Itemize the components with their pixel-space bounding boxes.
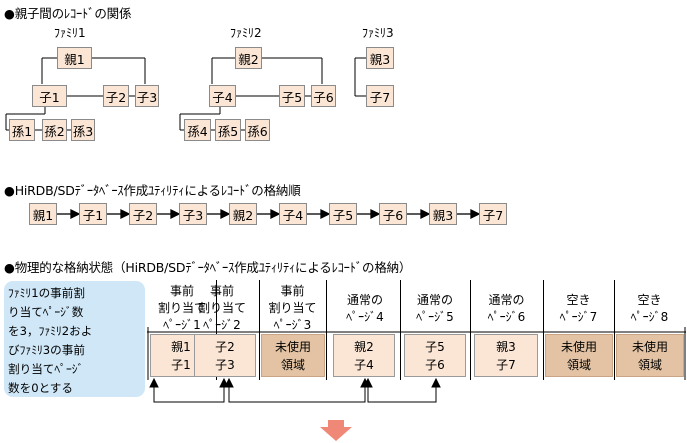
cell-line: 子1 <box>171 357 191 372</box>
page-content: 未使用 領域 <box>545 334 613 377</box>
record-grandchild: 孫2 <box>42 119 67 141</box>
page-label: 空き ﾍﾟｰｼﾞ8 <box>614 292 685 326</box>
record-grandchild: 孫6 <box>245 119 270 141</box>
allocation-note: ﾌｧﾐﾘ1の事前割 り当てﾍﾟｰｼﾞ数 を3，ﾌｧﾐﾘ2およ びﾌｧﾐﾘ3の事前… <box>4 281 145 397</box>
section-title-relations: ●親子間のﾚｺｰﾄﾞの関係 <box>4 6 132 21</box>
record-child: 子6 <box>311 85 336 107</box>
order-record: 子4 <box>279 203 307 225</box>
record-child: 子3 <box>135 85 159 107</box>
page-label-line: ﾍﾟｰｼﾞ5 <box>416 310 454 324</box>
page-label-line: 割り当て <box>157 301 206 315</box>
page-content: 親3 子7 <box>474 334 538 377</box>
family-label-2: ﾌｧﾐﾘ2 <box>230 26 262 40</box>
record-grandchild: 孫1 <box>9 119 35 141</box>
page-divider <box>259 280 260 380</box>
family-label-3: ﾌｧﾐﾘ3 <box>362 26 394 40</box>
page-label: 通常の ﾍﾟｰｼﾞ6 <box>470 292 543 326</box>
family-label-1: ﾌｧﾐﾘ1 <box>54 26 86 40</box>
note-line: を3，ﾌｧﾐﾘ2およ <box>8 324 93 338</box>
record-child: 子2 <box>103 85 129 107</box>
record-parent: 親2 <box>235 47 262 69</box>
page-divider <box>400 280 401 380</box>
page-label-line: ﾍﾟｰｼﾞ1 <box>163 318 201 332</box>
cell-line: 子4 <box>354 357 374 372</box>
page-divider <box>614 280 615 380</box>
page-content: 子2 子3 <box>194 334 256 377</box>
section-title-storage-order: ●HiRDB/SDﾃﾞｰﾀﾍﾞｰｽ作成ﾕﾃｨﾘﾃｨによるﾚｺｰﾄﾞの格納順 <box>4 183 301 198</box>
page-divider <box>216 280 217 380</box>
page-label-line: 事前 <box>280 284 305 298</box>
order-record: 子7 <box>479 203 507 225</box>
note-line: ﾌｧﾐﾘ1の事前割 <box>8 286 85 300</box>
order-record: 子2 <box>129 203 157 225</box>
record-grandchild: 孫4 <box>184 119 211 141</box>
note-line: びﾌｧﾐﾘ3の事前 <box>8 343 85 357</box>
order-record: 親3 <box>429 203 457 225</box>
record-child: 子1 <box>32 85 67 107</box>
page-label-line: 通常の <box>416 293 453 307</box>
page-label: 通常の ﾍﾟｰｼﾞ5 <box>400 292 470 326</box>
page-label-line: ﾍﾟｰｼﾞ7 <box>559 310 598 324</box>
page-label: 事前 割り当て ﾍﾟｰｼﾞ2 <box>186 283 258 334</box>
order-record: 子3 <box>179 203 207 225</box>
page-label-line: ﾍﾟｰｼﾞ2 <box>203 318 241 332</box>
page-label: 事前 割り当て ﾍﾟｰｼﾞ1 <box>148 283 216 334</box>
note-line: 数を0とする <box>8 381 73 395</box>
record-grandchild: 孫5 <box>215 119 241 141</box>
page-label-line: 通常の <box>346 293 383 307</box>
page-label-line: 割り当て <box>197 301 246 315</box>
order-record: 親2 <box>229 203 257 225</box>
page-label-line: ﾍﾟｰｼﾞ3 <box>273 318 312 332</box>
page-label-line: 割り当て <box>268 301 317 315</box>
record-child: 子7 <box>366 85 394 107</box>
page-divider <box>543 280 544 380</box>
section-title-physical: ●物理的な格納状態（HiRDB/SDﾃﾞｰﾀﾍﾞｰｽ作成ﾕﾃｨﾘﾃｨによるﾚｺｰ… <box>4 260 412 275</box>
page-label-line: ﾍﾟｰｼﾞ8 <box>630 310 669 324</box>
cell-line: 親2 <box>354 339 374 354</box>
page-label-line: 空き <box>566 293 591 307</box>
record-grandchild: 孫3 <box>71 119 95 141</box>
cell-line: 領域 <box>637 357 662 372</box>
record-parent: 親3 <box>366 47 394 69</box>
page-content: 親2 子4 <box>333 334 395 377</box>
page-label: 通常の ﾍﾟｰｼﾞ4 <box>330 292 400 326</box>
record-child: 子5 <box>279 85 305 107</box>
order-record: 子1 <box>79 203 107 225</box>
page-label-line: 空き <box>637 293 662 307</box>
page-content: 子5 子6 <box>404 334 466 377</box>
record-child: 子4 <box>209 85 236 107</box>
cell-line: 未使用 <box>274 339 311 354</box>
cell-line: 親1 <box>171 339 191 354</box>
page-label: 空き ﾍﾟｰｼﾞ7 <box>543 292 614 326</box>
order-record: 子5 <box>329 203 357 225</box>
cell-line: 子3 <box>215 357 235 372</box>
note-line: 割り当てﾍﾟｰｼﾞ <box>8 362 84 376</box>
page-divider <box>326 280 327 380</box>
down-arrow-icon <box>320 420 352 441</box>
page-divider <box>470 280 471 380</box>
page-label-line: 通常の <box>488 293 525 307</box>
record-parent: 親1 <box>57 47 92 69</box>
cell-line: 子6 <box>425 357 445 372</box>
order-record: 子6 <box>379 203 407 225</box>
cell-line: 領域 <box>566 357 591 372</box>
page-label-line: ﾍﾟｰｼﾞ6 <box>487 310 526 324</box>
cell-line: 子5 <box>425 339 445 354</box>
page-label-line: ﾍﾟｰｼﾞ4 <box>346 310 384 324</box>
cell-line: 親3 <box>496 339 516 354</box>
page-label: 事前 割り当て ﾍﾟｰｼﾞ3 <box>259 283 326 334</box>
page-label-line: 事前 <box>209 284 234 298</box>
cell-line: 未使用 <box>631 339 668 354</box>
cell-line: 領域 <box>280 357 305 372</box>
cell-line: 子2 <box>215 339 235 354</box>
order-record: 親1 <box>29 203 57 225</box>
cell-line: 子7 <box>496 357 516 372</box>
page-label-line: 事前 <box>169 284 194 298</box>
note-line: り当てﾍﾟｰｼﾞ数 <box>8 305 84 319</box>
page-content: 未使用 領域 <box>616 334 684 377</box>
cell-line: 未使用 <box>560 339 597 354</box>
page-content: 未使用 領域 <box>261 334 325 377</box>
